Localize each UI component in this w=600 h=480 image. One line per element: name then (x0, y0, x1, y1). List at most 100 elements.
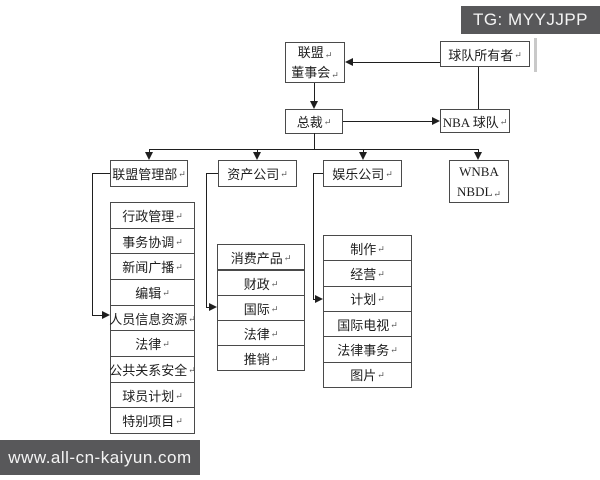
node-label: 国际 (243, 301, 270, 317)
return-mark: ↵ (270, 278, 279, 289)
org-box: 公共关系安全↵ (109, 356, 196, 383)
return-mark: ↵ (175, 416, 183, 427)
return-mark: ↵ (175, 236, 183, 247)
node-label: NBA 球队 (442, 114, 499, 130)
node-label: 法律 (243, 326, 270, 342)
org-box: 财政↵ (217, 270, 305, 296)
org-box: 推销↵ (217, 345, 305, 371)
stack-properties-children: 消费产品↵财政↵国际↵法律↵推销↵ (217, 244, 305, 371)
node-properties-company: 资产公司↵ (218, 160, 297, 187)
org-box: 特别项目↵ (110, 407, 195, 435)
connector-owner-to-board (352, 62, 440, 63)
arrowhead-down-icon (359, 152, 367, 160)
return-mark: ↵ (283, 252, 292, 263)
node-league-board: 联盟↵ 董事会↵ (285, 42, 345, 83)
connector-owner-to-nba (478, 67, 479, 109)
connector-drop-league-admin (149, 149, 150, 154)
node-label: 联盟↵ (297, 45, 333, 60)
org-box: 法律↵ (217, 320, 305, 346)
org-box: 人员信息资源↵ (109, 304, 196, 332)
org-box: 计划↵ (323, 285, 412, 312)
return-mark: ↵ (390, 319, 398, 330)
node-team-owners: 球队所有者↵ (440, 41, 530, 67)
node-label: 行政管理 (122, 208, 175, 224)
org-box: 行政管理↵ (110, 202, 195, 229)
node-label: 制作 (350, 241, 377, 257)
node-label: 董事会↵ (291, 64, 339, 80)
node-label: WNBA (459, 164, 499, 179)
node-label: 公共关系安全 (109, 362, 188, 378)
node-nba-teams: NBA 球队↵ (440, 109, 510, 133)
org-box: 经营↵ (323, 260, 412, 287)
return-mark: ↵ (188, 313, 196, 324)
org-box: 制作↵ (323, 235, 412, 262)
connector-elbow-properties-side (206, 173, 207, 307)
connector-drop-wnba (478, 149, 479, 154)
node-entertainment-company: 娱乐公司↵ (323, 160, 402, 187)
org-box: 法律↵ (110, 330, 195, 358)
connector-board-to-president (314, 83, 315, 102)
return-mark: ↵ (493, 188, 501, 199)
arrowhead-right-icon (432, 117, 440, 125)
arrowhead-right-icon (209, 303, 217, 311)
node-label: NBDL↵ (457, 183, 501, 199)
connector-elbow-entertainment-side (313, 173, 314, 299)
node-label: 编辑 (135, 285, 162, 301)
node-league-admin-dept: 联盟管理部↵ (110, 160, 188, 187)
return-mark: ↵ (280, 169, 288, 179)
connector-drop-properties (257, 149, 258, 154)
return-mark: ↵ (270, 353, 279, 364)
node-label: 法律事务 (337, 342, 390, 358)
node-label: 人员信息资源 (109, 311, 188, 327)
return-mark: ↵ (323, 117, 332, 127)
return-mark: ↵ (324, 50, 333, 60)
arrowhead-down-icon (310, 101, 318, 109)
org-box: 编辑↵ (110, 279, 195, 306)
return-mark: ↵ (377, 243, 385, 254)
connector-elbow-admin-top (92, 173, 110, 174)
node-label: 图片 (350, 368, 377, 384)
return-mark: ↵ (162, 287, 170, 298)
connector-elbow-admin-bottom (92, 315, 104, 316)
node-label: 娱乐公司 (332, 167, 385, 182)
watermark-site-url: www.all-cn-kaiyun.com (0, 440, 200, 475)
node-label: 联盟管理部 (112, 167, 178, 182)
connector-elbow-entertainment-top (313, 173, 323, 174)
stack-entertainment-children: 制作↵经营↵计划↵国际电视↵法律事务↵图片↵ (323, 235, 412, 388)
return-mark: ↵ (377, 294, 385, 305)
node-label: 财政 (243, 276, 270, 292)
org-box: 国际↵ (217, 295, 305, 321)
return-mark: ↵ (175, 390, 183, 401)
return-mark: ↵ (331, 69, 339, 80)
node-label: 球队所有者 (448, 47, 514, 63)
connector-president-to-nba (343, 121, 433, 122)
return-mark: ↵ (175, 262, 183, 273)
return-mark: ↵ (270, 328, 279, 339)
node-label: 特别项目 (122, 414, 175, 430)
node-president: 总裁↵ (285, 109, 343, 134)
connector-president-drop (314, 133, 315, 150)
connector-elbow-properties-bottom (206, 307, 211, 308)
return-mark: ↵ (385, 169, 393, 179)
node-wnba-nbdl: WNBA NBDL↵ (449, 160, 509, 203)
arrowhead-right-icon (102, 311, 110, 319)
return-mark: ↵ (377, 370, 385, 381)
org-box: 图片↵ (323, 361, 412, 388)
watermark-telegram: TG: MYYJJPP (461, 6, 600, 34)
return-mark: ↵ (188, 364, 196, 375)
node-label: 总裁 (296, 115, 323, 130)
node-label: 球员计划 (122, 388, 175, 404)
stack-league-admin-children: 行政管理↵事务协调↵新闻广播↵编辑↵人员信息资源↵法律↵公共关系安全↵球员计划↵… (109, 202, 196, 435)
node-label: 法律 (135, 337, 162, 353)
node-label: 推销 (243, 351, 270, 367)
return-mark: ↵ (175, 210, 183, 221)
connector-elbow-properties-top (206, 173, 218, 174)
org-box: 国际电视↵ (323, 310, 412, 338)
connector-elbow-admin-side (92, 173, 93, 315)
node-label: 资产公司 (227, 167, 280, 182)
return-mark: ↵ (377, 268, 385, 279)
return-mark: ↵ (270, 303, 279, 314)
scan-artifact-line (534, 38, 537, 72)
return-mark: ↵ (390, 344, 398, 355)
